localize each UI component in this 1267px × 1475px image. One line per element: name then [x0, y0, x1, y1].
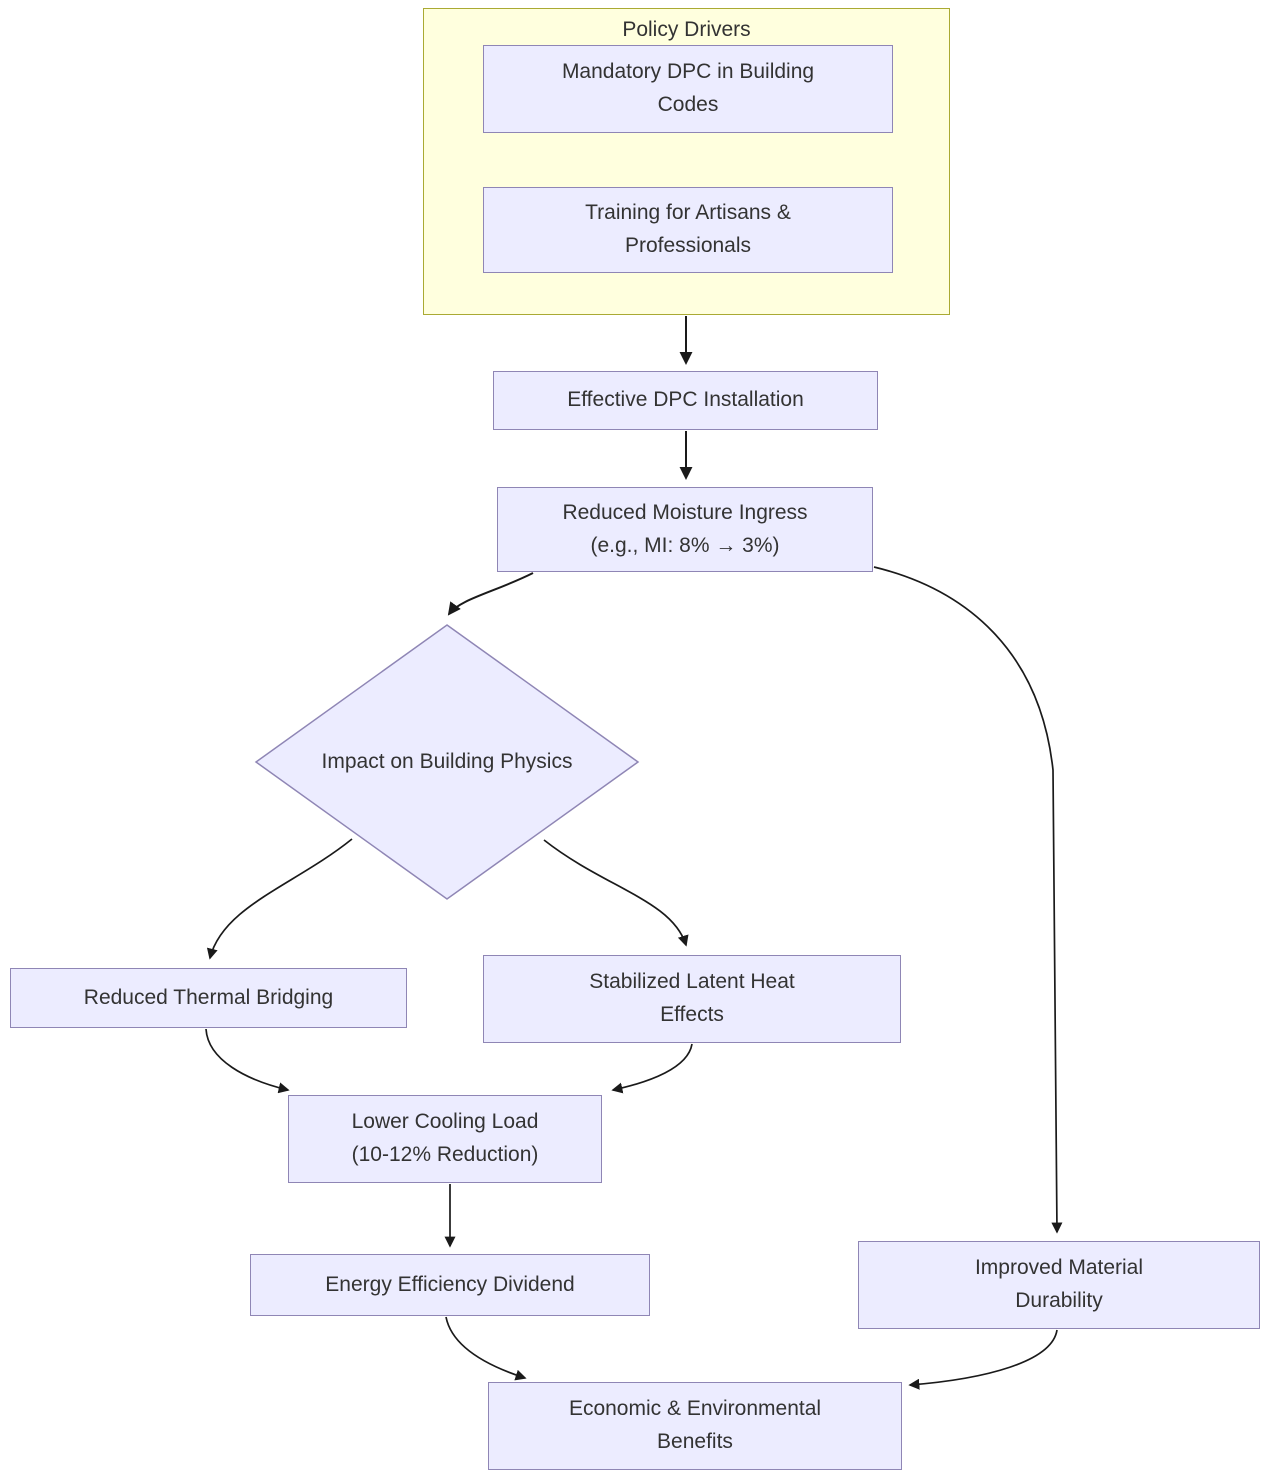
node-economic-environmental-benefits: Economic & Environmental Benefits [488, 1382, 902, 1470]
node-label: (10-12% Reduction) [351, 1143, 539, 1166]
node-improved-material-durability: Improved Material Durability [858, 1241, 1260, 1329]
edge-moisture-to-impact [447, 572, 534, 616]
node-label: Mandatory DPC in Building [561, 60, 815, 84]
edge-impact-to-thermal [206, 838, 353, 960]
node-label: Professionals [624, 234, 752, 257]
node-effective-dpc-installation: Effective DPC Installation [493, 371, 878, 430]
node-label: Reduced Thermal Bridging [83, 985, 334, 1009]
edge-impact-to-latent [543, 839, 689, 947]
node-impact-building-physics: Impact on Building Physics [321, 750, 573, 773]
node-reduced-thermal-bridging: Reduced Thermal Bridging [10, 968, 407, 1028]
node-mandatory-dpc: Mandatory DPC in Building Codes [483, 45, 893, 133]
node-label: (e.g., MI: 8% → 3%) [590, 533, 780, 557]
node-label: Training for Artisans & [585, 201, 791, 225]
node-label: Economic & Environmental [568, 1397, 822, 1421]
edge-moisture-to-durability [873, 566, 1063, 1234]
cluster-title: Policy Drivers [622, 18, 751, 41]
node-reduced-moisture-ingress: Reduced Moisture Ingress (e.g., MI: 8% →… [497, 487, 873, 572]
node-label: Durability [1015, 1289, 1103, 1312]
node-label: Improved Material [974, 1256, 1144, 1280]
edge-energy-to-benefits [445, 1316, 527, 1381]
node-energy-efficiency-dividend: Energy Efficiency Dividend [250, 1254, 650, 1316]
edge-latent-to-cooling [611, 1043, 693, 1094]
diamond-impact-physics [254, 624, 640, 900]
node-label: Codes [657, 93, 719, 116]
node-label: Reduced Moisture Ingress [562, 500, 808, 524]
node-label: Stabilized Latent Heat [589, 970, 795, 994]
edge-thermal-to-cooling [205, 1028, 290, 1094]
node-label: Lower Cooling Load [351, 1110, 539, 1134]
edge-durability-to-benefits [908, 1329, 1058, 1390]
node-label: Benefits [657, 1430, 733, 1453]
node-stabilized-latent-heat: Stabilized Latent Heat Effects [483, 955, 901, 1043]
node-label: Effects [660, 1003, 724, 1026]
node-label: Effective DPC Installation [567, 388, 804, 412]
node-training-artisans: Training for Artisans & Professionals [483, 187, 893, 273]
node-lower-cooling-load: Lower Cooling Load (10-12% Reduction) [288, 1095, 602, 1183]
node-label: Energy Efficiency Dividend [325, 1272, 575, 1296]
